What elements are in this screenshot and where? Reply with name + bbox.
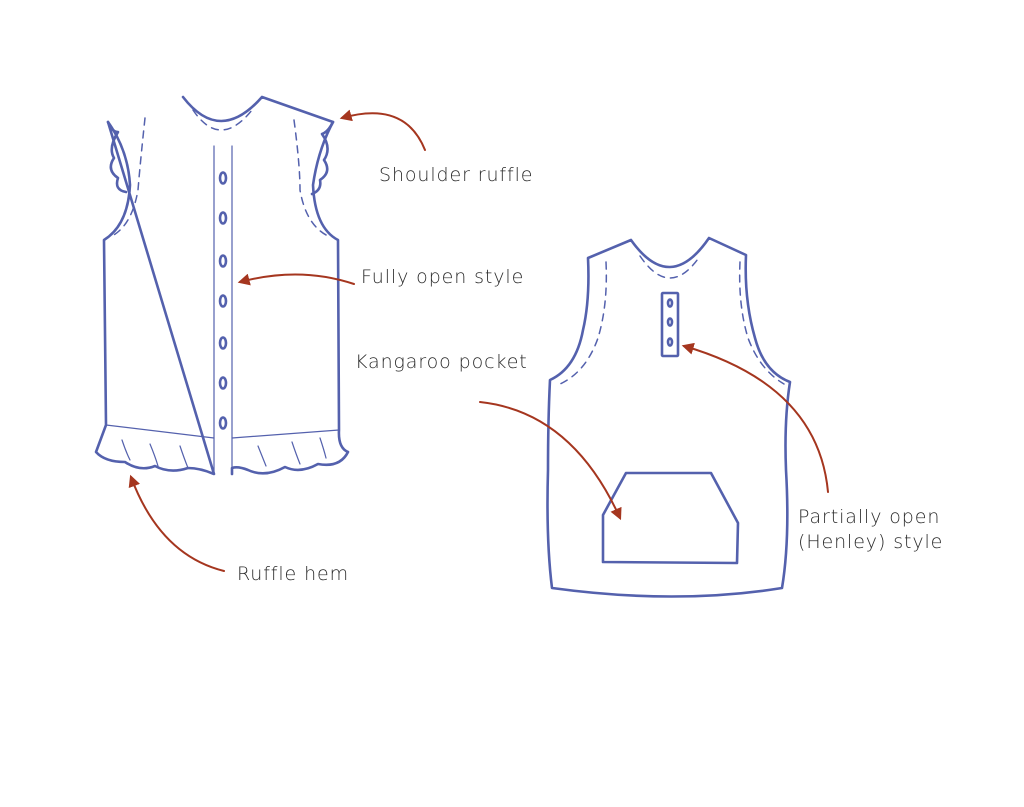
callout-arrows: [128, 109, 829, 572]
label-ruffle-hem: Ruffle hem: [237, 563, 349, 585]
henley-placket: [660, 291, 680, 358]
arrow-fully-open: [237, 273, 355, 286]
button: [218, 294, 228, 308]
left-armhole-stitch: [111, 117, 146, 237]
arrow-partially-open: [681, 342, 829, 493]
label-partially-open-line1: Partially open: [798, 506, 940, 528]
ruffle-button-front-top: [94, 95, 350, 476]
right-left-armhole-stitch: [559, 261, 608, 385]
button: [218, 336, 228, 350]
label-kangaroo-pocket: Kangaroo pocket: [355, 351, 528, 373]
henley-button: [666, 337, 674, 347]
henley-tank-top: [546, 236, 792, 598]
button: [218, 211, 228, 225]
right-armhole-stitch: [293, 119, 329, 237]
left-shoulder-ruffle: [106, 120, 128, 194]
button: [218, 376, 228, 390]
label-shoulder-ruffle: Shoulder ruffle: [379, 164, 533, 186]
right-neck-stitch: [639, 255, 701, 279]
right-top-outline: [546, 236, 792, 598]
buttons: [218, 171, 228, 430]
henley-button: [666, 317, 674, 327]
arrow-kangaroo-pocket: [479, 401, 622, 521]
kangaroo-pocket: [601, 471, 740, 565]
label-partially-open-line2: (Henley) style: [798, 531, 943, 553]
button: [218, 416, 228, 430]
callout-labels: Shoulder ruffle Fully open style Kangaro…: [237, 164, 943, 585]
button: [218, 254, 228, 268]
left-neck-stitch: [192, 109, 253, 131]
ruffle-hem-folds: [121, 437, 327, 469]
arrow-ruffle-hem: [128, 474, 225, 572]
right-right-armhole-stitch: [738, 261, 785, 385]
arrow-shoulder-ruffle: [339, 109, 426, 151]
right-shoulder-ruffle: [310, 120, 335, 196]
button: [218, 171, 228, 185]
label-fully-open: Fully open style: [361, 266, 524, 288]
henley-button: [666, 298, 674, 308]
ruffle-hem-seam: [105, 424, 340, 439]
button-placket: [213, 145, 233, 475]
